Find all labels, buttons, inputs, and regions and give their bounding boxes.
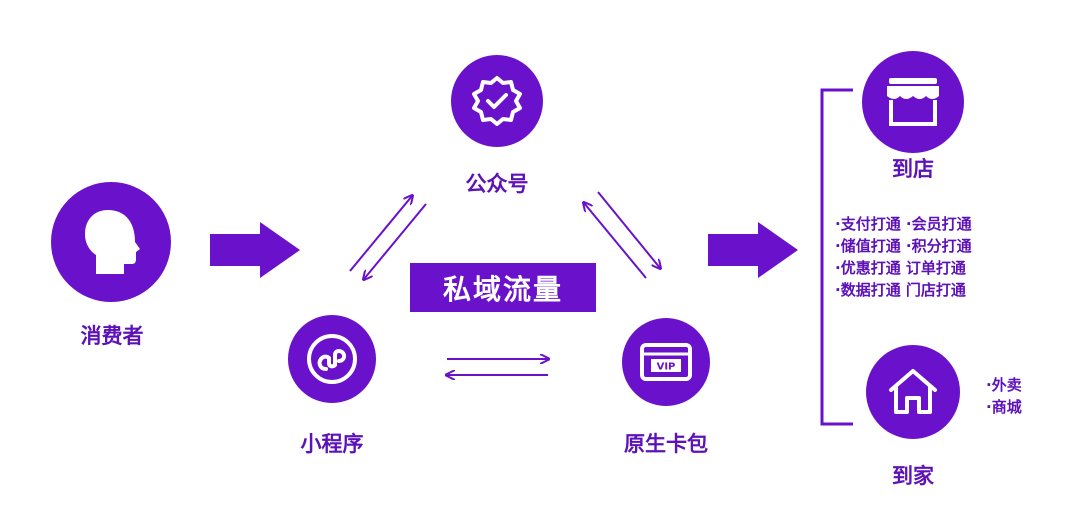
consumer-node — [51, 182, 171, 302]
store-label: 到店 — [892, 157, 934, 181]
card-wallet-label: 原生卡包 — [624, 432, 708, 456]
card-wallet-node: VIP — [622, 318, 710, 406]
store-feature-item: ·数据打通 门店打通 — [835, 281, 966, 299]
mini-program-icon — [307, 334, 357, 384]
flow-arrow-left — [210, 222, 300, 278]
private-traffic-banner: 私域流量 — [410, 263, 596, 312]
home-node — [866, 345, 960, 439]
storefront-icon — [887, 78, 939, 126]
verified-badge-icon — [472, 76, 522, 126]
flow-arrow-right — [708, 222, 798, 278]
svg-text:VIP: VIP — [657, 362, 676, 373]
home-feature-item: ·外卖 — [986, 376, 1022, 394]
home-label: 到家 — [892, 464, 934, 488]
mini-program-node — [288, 315, 376, 403]
store-feature-item: ·优惠打通 订单打通 — [835, 259, 966, 277]
house-icon — [889, 369, 937, 414]
consumer-label: 消费者 — [80, 324, 144, 348]
store-feature-list: ·支付打通 ·会员打通 ·储值打通 ·积分打通 ·优惠打通 订单打通 ·数据打通… — [835, 213, 972, 301]
user-head-icon — [85, 210, 140, 274]
home-feature-list: ·外卖 ·商城 — [986, 374, 1022, 418]
store-feature-item: ·支付打通 ·会员打通 — [835, 215, 972, 233]
store-node — [862, 51, 964, 153]
store-feature-item: ·储值打通 ·积分打通 — [835, 237, 972, 255]
vip-card-icon: VIP — [640, 343, 692, 381]
home-feature-item: ·商城 — [986, 398, 1022, 416]
mini-program-label: 小程序 — [300, 432, 364, 456]
official-account-label: 公众号 — [465, 172, 529, 196]
official-account-node — [451, 55, 543, 147]
